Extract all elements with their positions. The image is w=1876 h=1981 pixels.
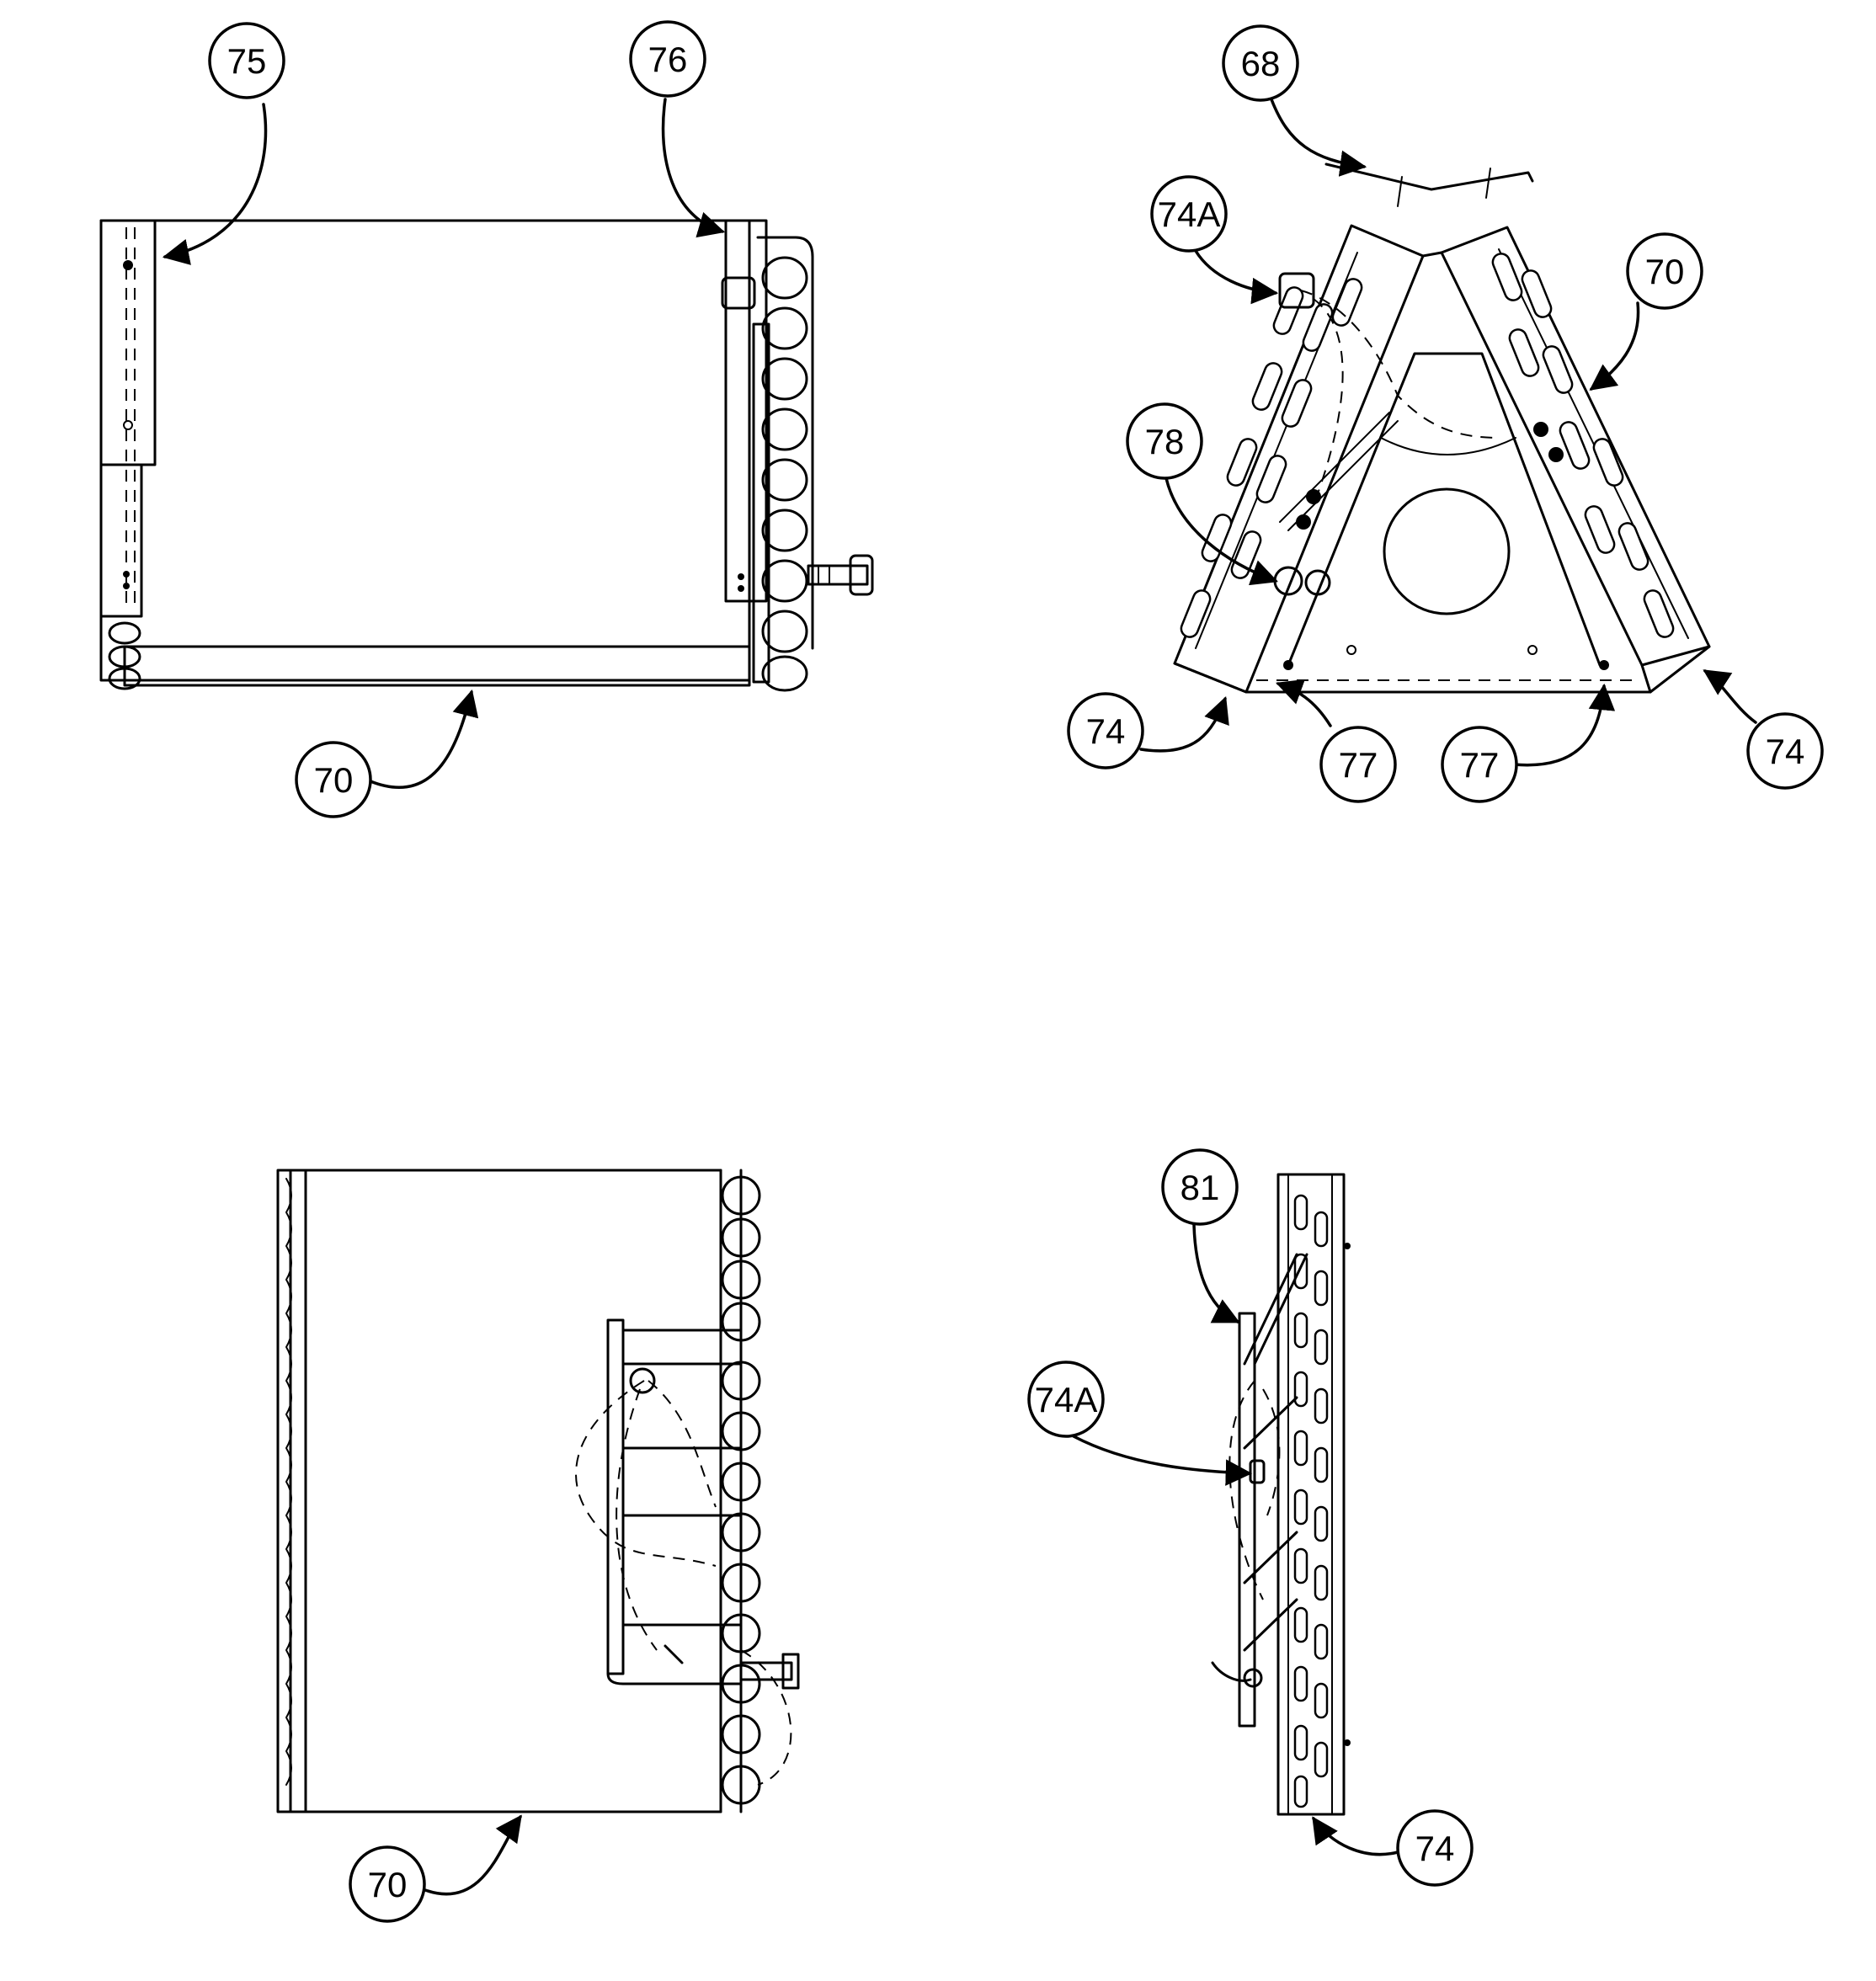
return-bends-right [756, 236, 814, 692]
callout-74a-top-right: 74A [1150, 175, 1279, 305]
callout-70-top-right: 70 [1589, 232, 1703, 391]
svg-text:70: 70 [368, 1865, 408, 1904]
callout-77-right: 77 [1441, 683, 1616, 803]
svg-text:74: 74 [1766, 732, 1805, 771]
svg-text:68: 68 [1241, 44, 1281, 83]
coil-slab-edge-view [1211, 1173, 1351, 1816]
svg-text:74A: 74A [1158, 194, 1221, 234]
callout-78: 78 [1126, 402, 1278, 586]
svg-text:74A: 74A [1035, 1380, 1098, 1419]
callout-74-left: 74 [1067, 692, 1229, 770]
return-bends-side [721, 1175, 761, 1805]
callout-77-left: 77 [1276, 679, 1397, 803]
coil-slab-side-view [276, 1169, 800, 1813]
svg-text:76: 76 [648, 40, 688, 79]
callout-81: 81 [1161, 1148, 1240, 1323]
svg-text:70: 70 [314, 760, 354, 800]
svg-text:74: 74 [1086, 711, 1126, 751]
svg-text:81: 81 [1180, 1168, 1220, 1207]
edge-slots [1293, 1194, 1329, 1808]
left-slab-slots [1180, 278, 1363, 638]
coil-slab-front-view [99, 219, 874, 692]
svg-text:77: 77 [1339, 745, 1378, 785]
svg-text:74: 74 [1415, 1829, 1455, 1868]
a-coil-end-view [1173, 162, 1711, 694]
callout-76: 76 [629, 20, 726, 238]
svg-text:78: 78 [1145, 422, 1185, 461]
svg-text:70: 70 [1645, 252, 1685, 291]
callout-74a-bottom-right: 74A [1027, 1361, 1253, 1486]
svg-text:75: 75 [227, 41, 267, 81]
callout-70-top-left: 70 [295, 689, 479, 818]
right-slab-slots [1491, 253, 1675, 638]
callout-74-right: 74 [1703, 669, 1824, 790]
callout-75: 75 [162, 22, 285, 265]
callout-70-bottom-left: 70 [349, 1814, 522, 1923]
svg-text:77: 77 [1460, 745, 1500, 785]
callout-74-bottom-right: 74 [1312, 1809, 1474, 1887]
callout-68: 68 [1222, 24, 1367, 177]
